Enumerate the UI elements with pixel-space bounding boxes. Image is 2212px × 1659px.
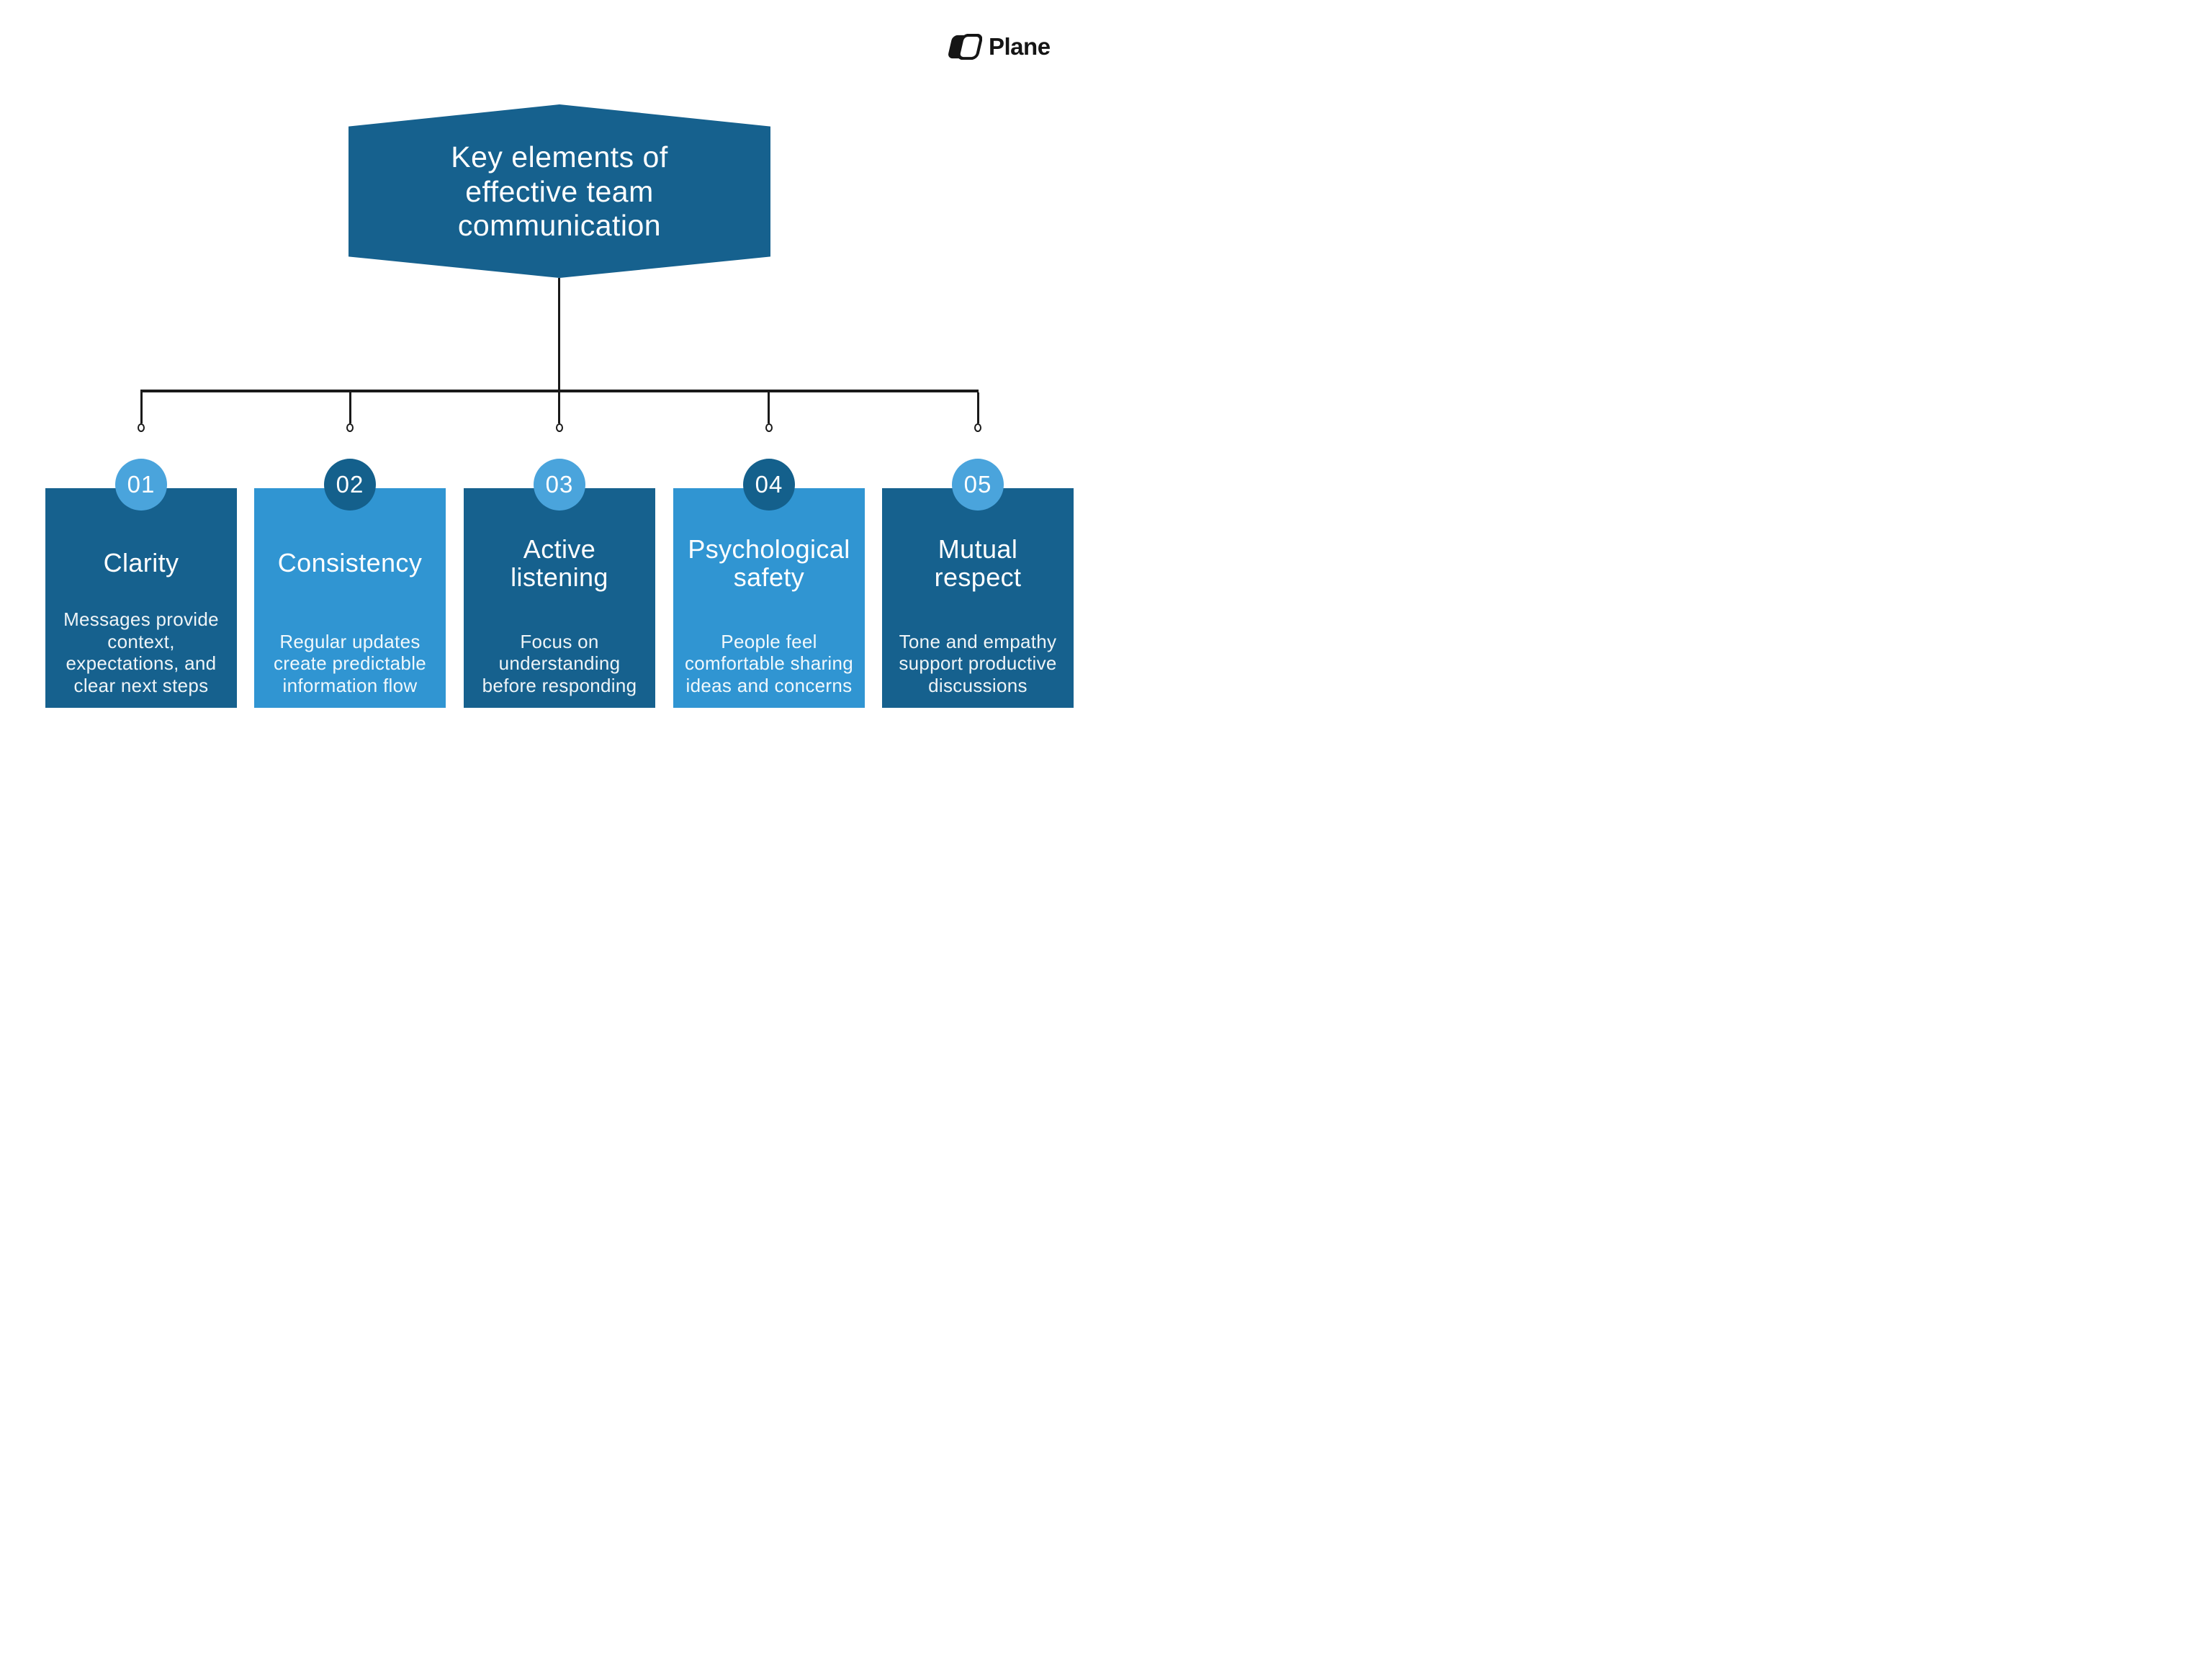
card-title: Psychological safety	[688, 534, 850, 592]
card-body: Tone and empathy support productive disc…	[899, 630, 1057, 696]
card-number: 02	[336, 471, 364, 498]
card-number-badge: 05	[952, 459, 1004, 511]
card-body: Messages provide context, expectations, …	[63, 608, 219, 696]
connector-ring-3	[556, 423, 563, 432]
card-number: 03	[545, 471, 574, 498]
connector-ring-4	[765, 423, 773, 432]
card-body: People feel comfortable sharing ideas an…	[684, 630, 854, 696]
card-title: Mutual respect	[934, 534, 1022, 592]
card-number-badge: 04	[743, 459, 795, 511]
card-mutual-respect: 05 Mutual respect Tone and empathy suppo…	[882, 459, 1074, 708]
connector-horizontal	[140, 390, 979, 392]
connector-ring-1	[138, 423, 145, 432]
card-clarity: 01 Clarity Messages provide context, exp…	[45, 459, 237, 708]
plane-logo: Plane	[946, 33, 1051, 60]
connector-ring-5	[974, 423, 981, 432]
banner-title: Key elements of effective team communica…	[451, 140, 668, 243]
card-consistency: 02 Consistency Regular updates create pr…	[254, 459, 446, 708]
card-number: 04	[755, 471, 783, 498]
connector-drop-3	[558, 392, 560, 423]
connector-drop-5	[977, 392, 979, 423]
connector-ring-2	[346, 423, 354, 432]
card-number: 05	[963, 471, 992, 498]
infographic-canvas: Plane Key elements of effective team com…	[0, 0, 1106, 830]
plane-logo-wordmark: Plane	[989, 33, 1051, 60]
card-title: Active listening	[511, 534, 608, 592]
card-number: 01	[127, 471, 156, 498]
card-number-badge: 01	[115, 459, 167, 511]
card-title: Clarity	[103, 548, 179, 578]
connector-stub	[558, 278, 560, 391]
connector-drop-2	[349, 392, 351, 423]
card-psychological-safety: 04 Psychological safety People feel comf…	[673, 459, 865, 708]
card-active-listening: 03 Active listening Focus on understandi…	[464, 459, 655, 708]
card-title: Consistency	[277, 548, 423, 578]
connector-drop-1	[140, 392, 143, 423]
connector-drop-4	[768, 392, 770, 423]
card-body: Regular updates create predictable infor…	[273, 630, 427, 696]
title-banner: Key elements of effective team communica…	[349, 104, 770, 278]
card-number-badge: 02	[324, 459, 376, 511]
card-number-badge: 03	[534, 459, 585, 511]
plane-logo-icon	[948, 34, 982, 60]
card-body: Focus on understanding before responding	[482, 630, 637, 696]
